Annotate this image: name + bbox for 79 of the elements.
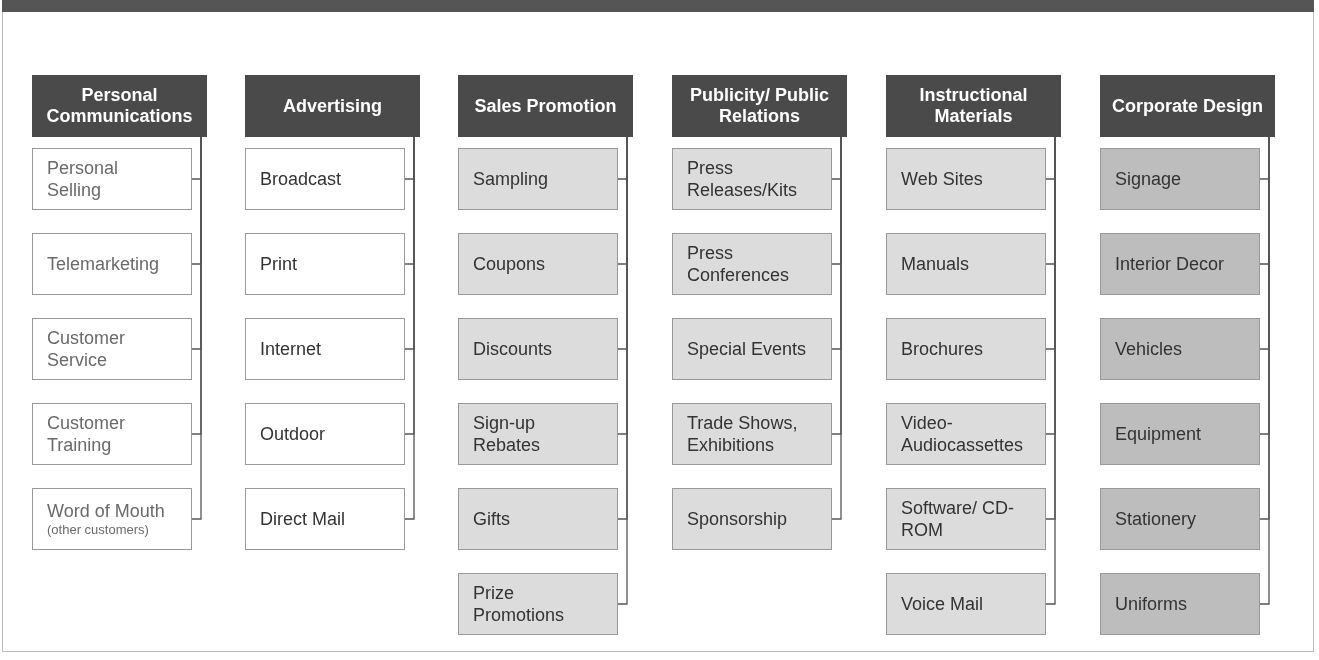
item-box — [245, 488, 405, 550]
category-header — [1100, 75, 1275, 137]
item-box — [245, 148, 405, 210]
item-box — [32, 233, 192, 295]
item-box — [245, 403, 405, 465]
header-text: Personal Communications — [45, 85, 194, 127]
item-label: Software/ CD-ROM — [901, 497, 1016, 541]
item-box — [245, 233, 405, 295]
header-text: Instructional Materials — [918, 85, 1029, 127]
item-label: Brochures — [901, 338, 985, 360]
item-box — [1100, 488, 1260, 550]
item-box — [672, 403, 832, 465]
item-box — [1100, 318, 1260, 380]
item-label: Telemarketing — [47, 253, 161, 275]
item-box — [458, 573, 618, 635]
item-label: Web Sites — [901, 168, 984, 190]
item-box — [672, 488, 832, 550]
category-header — [32, 75, 207, 137]
item-label: Word of Mouth — [47, 500, 166, 522]
item-box — [1100, 573, 1260, 635]
item-box — [458, 233, 618, 295]
item-box — [32, 403, 192, 465]
item-box — [32, 318, 192, 380]
item-label: Coupons — [473, 253, 547, 275]
category-header — [672, 75, 847, 137]
item-label: Direct Mail — [260, 508, 346, 530]
item-label: Stationery — [1115, 508, 1198, 530]
item-box — [672, 148, 832, 210]
item-label: Personal Selling — [47, 157, 120, 201]
item-label: Vehicles — [1115, 338, 1184, 360]
item-label: Internet — [260, 338, 323, 360]
item-box — [1100, 233, 1260, 295]
item-label: Press Conferences — [687, 242, 791, 286]
item-box — [32, 148, 192, 210]
item-label: Sign-up Rebates — [473, 412, 542, 456]
item-label: Interior Decor — [1115, 253, 1226, 275]
item-label: Discounts — [473, 338, 554, 360]
category-header — [458, 75, 633, 137]
item-box — [1100, 148, 1260, 210]
category-header — [245, 75, 420, 137]
item-box — [32, 488, 192, 550]
item-label: Gifts — [473, 508, 511, 530]
item-label: Voice Mail — [901, 593, 985, 615]
note-text: (other customers) — [47, 522, 150, 538]
item-label: Customer Training — [47, 412, 127, 456]
item-label: Press Releases/Kits — [687, 157, 799, 201]
item-label: Prize Promotions — [473, 582, 566, 626]
item-box — [886, 148, 1046, 210]
item-box — [1100, 403, 1260, 465]
item-box — [886, 318, 1046, 380]
item-label: Broadcast — [260, 168, 343, 190]
header-text: Advertising — [282, 95, 383, 117]
item-label: Video-Audiocassettes — [901, 412, 1025, 456]
item-box — [672, 318, 832, 380]
item-box — [672, 233, 832, 295]
item-label: Signage — [1115, 168, 1183, 190]
item-box — [886, 403, 1046, 465]
item-box — [886, 488, 1046, 550]
item-label: Print — [260, 253, 298, 275]
header-text: Corporate Design — [1111, 95, 1264, 117]
item-box — [458, 148, 618, 210]
item-label: Sampling — [473, 168, 550, 190]
item-box — [245, 318, 405, 380]
item-label: Customer Service — [47, 327, 127, 371]
item-label: Equipment — [1115, 423, 1203, 445]
item-box — [458, 403, 618, 465]
item-label: Special Events — [687, 338, 808, 360]
item-label: Manuals — [901, 253, 971, 275]
item-box — [886, 573, 1046, 635]
header-text: Publicity/ Public Relations — [689, 85, 830, 127]
item-label: Trade Shows, Exhibitions — [687, 412, 799, 456]
item-box — [458, 318, 618, 380]
item-box — [886, 233, 1046, 295]
item-label: Uniforms — [1115, 593, 1188, 615]
item-label: Outdoor — [260, 423, 327, 445]
item-label: Sponsorship — [687, 508, 789, 530]
category-header — [886, 75, 1061, 137]
item-box — [458, 488, 618, 550]
header-text: Sales Promotion — [473, 95, 618, 117]
